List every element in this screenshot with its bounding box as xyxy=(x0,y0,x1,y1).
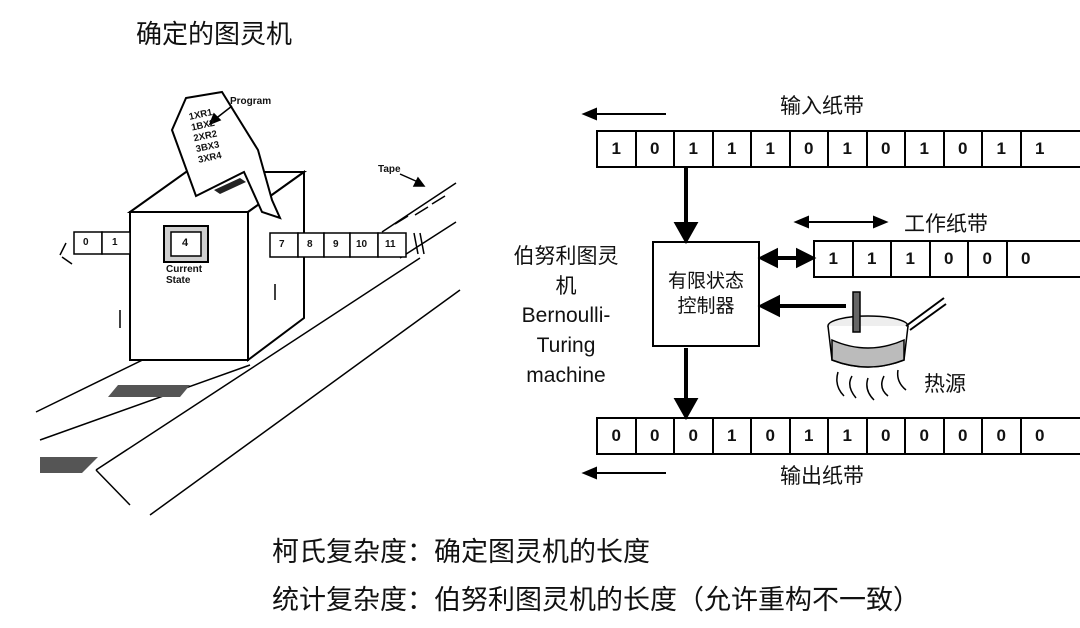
tape-pointer xyxy=(399,173,426,187)
left-cell-1: 1 xyxy=(112,237,118,248)
right-cell-10: 10 xyxy=(356,239,368,250)
right-cell-9: 9 xyxy=(333,239,339,250)
state-value: 4 xyxy=(182,237,189,249)
program-slot xyxy=(214,178,246,194)
tape-cell: 1 xyxy=(851,242,891,276)
tape-cell: 0 xyxy=(1019,419,1059,453)
state-window-inner xyxy=(170,231,202,257)
tape-cell: 0 xyxy=(981,419,1020,453)
left-tape-cells xyxy=(73,231,131,255)
state-label: Current State xyxy=(166,264,202,286)
motion-marks xyxy=(59,232,425,328)
tape-cell: 1 xyxy=(1019,132,1059,166)
tape-cell: 0 xyxy=(1005,242,1045,276)
machine-box xyxy=(126,170,308,362)
tape-cell: 1 xyxy=(904,132,943,166)
tape-cell: 0 xyxy=(865,132,905,166)
state-label-line1: Current xyxy=(166,264,203,275)
program-paper xyxy=(170,90,282,220)
program-label: Program xyxy=(230,96,272,107)
tape-cell: 0 xyxy=(596,419,635,453)
machine-name-cn-line2: 机 xyxy=(555,274,577,298)
left-cell-0: 0 xyxy=(83,237,89,248)
tape-cell: 1 xyxy=(711,419,751,453)
tape-cell: 0 xyxy=(634,132,674,166)
tape-cell: 0 xyxy=(942,132,982,166)
tape-cell: 0 xyxy=(904,419,943,453)
tape-cell: 0 xyxy=(967,242,1006,276)
right-cell-7: 7 xyxy=(279,239,285,250)
right-tape-cells xyxy=(269,232,407,258)
tape-cell: 0 xyxy=(788,132,828,166)
tape-cell: 1 xyxy=(596,132,635,166)
machine-name-en-line3: machine xyxy=(526,364,606,387)
data-flow-arrows xyxy=(673,168,846,421)
tape-cell: 1 xyxy=(673,132,712,166)
heat-source-label: 热源 xyxy=(924,372,966,396)
state-label-line2: State xyxy=(166,275,191,286)
tape-label: Tape xyxy=(378,164,401,175)
tape-cell: 1 xyxy=(813,242,852,276)
tape-cell: 0 xyxy=(928,242,968,276)
upper-tape xyxy=(381,182,457,259)
direction-arrows xyxy=(581,107,889,480)
tape-cell: 1 xyxy=(827,132,866,166)
work-tape-label: 工作纸带 xyxy=(904,212,988,236)
tape-cell: 0 xyxy=(942,419,982,453)
right-cell-11: 11 xyxy=(385,239,396,250)
floor-square-2 xyxy=(40,457,98,473)
machine-name: 伯努利图灵 机 Bernoulli- Turing machine xyxy=(496,241,636,391)
tape-cell: 1 xyxy=(827,419,866,453)
tape-cell: 1 xyxy=(788,419,828,453)
program-pointer xyxy=(208,105,233,126)
tape-cell: 1 xyxy=(981,132,1020,166)
page-title: 确定的图灵机 xyxy=(136,20,293,50)
tape-cell: 0 xyxy=(634,419,674,453)
input-tape-label: 输入纸带 xyxy=(780,94,864,118)
kolmogorov-complexity-text: 柯氏复杂度：确定图灵机的长度 xyxy=(272,537,650,568)
machine-name-en-line2: Turing xyxy=(536,334,596,357)
tape-cell: 0 xyxy=(673,419,712,453)
output-tape-label: 输出纸带 xyxy=(780,464,864,488)
machine-name-en-line1: Bernoulli- xyxy=(521,304,611,327)
right-cell-8: 8 xyxy=(307,239,313,250)
floor-square-1 xyxy=(108,385,190,397)
tape-cell: 1 xyxy=(711,132,751,166)
tape-cell: 1 xyxy=(890,242,929,276)
tape-cell: 0 xyxy=(750,419,789,453)
tape-cell: 1 xyxy=(750,132,789,166)
finite-state-controller: 有限状态控制器 xyxy=(652,241,760,347)
machine-name-cn-line1: 伯努利图灵 xyxy=(513,244,619,268)
heat-source-icon xyxy=(827,291,947,401)
tape-cell: 0 xyxy=(865,419,905,453)
statistical-complexity-text: 统计复杂度：伯努利图灵机的长度（允许重构不一致） xyxy=(272,585,920,616)
